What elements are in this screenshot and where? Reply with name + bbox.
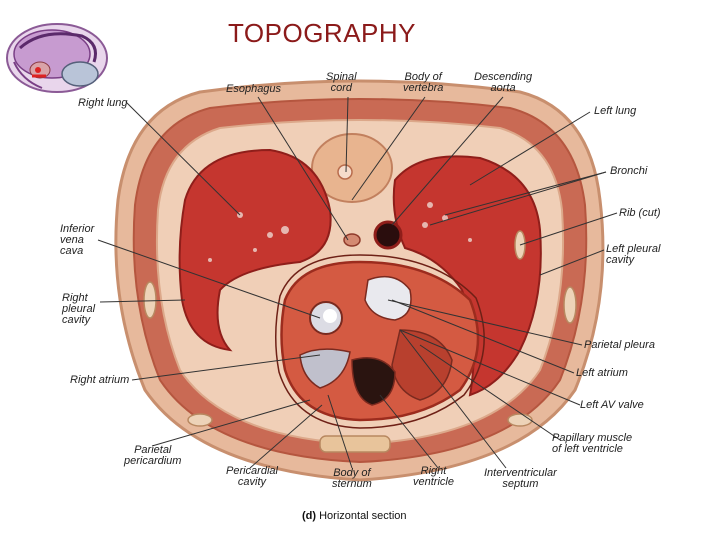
label-left-lung: Left lung bbox=[594, 105, 637, 117]
descending-aorta bbox=[373, 220, 403, 250]
label-parietal-pericardium: Parietal pericardium bbox=[124, 444, 182, 467]
label-left-av-valve: Left AV valve bbox=[580, 399, 644, 411]
vertebra bbox=[311, 133, 393, 203]
sternum bbox=[319, 435, 391, 453]
figure-caption: (d) Horizontal section bbox=[302, 510, 407, 522]
caption-letter: (d) bbox=[302, 510, 317, 522]
label-right-pleural-cavity: Right pleural cavity bbox=[62, 292, 96, 326]
left-atrium bbox=[364, 275, 412, 321]
label-body-of-sternum: Body of sternum bbox=[332, 467, 372, 490]
pericardium bbox=[274, 254, 485, 429]
page-title: TOPOGRAPHY bbox=[228, 18, 417, 48]
caption-text: Horizontal section bbox=[319, 510, 407, 522]
label-left-pleural-cavity: Left pleural cavity bbox=[606, 243, 661, 266]
left-lung bbox=[392, 155, 542, 397]
label-descending-aorta: Descending aorta bbox=[474, 71, 533, 94]
label-pericardial-cavity: Pericardial cavity bbox=[226, 465, 278, 488]
label-esophagus: Esophagus bbox=[226, 83, 282, 95]
label-papillary-muscle: Papillary muscle of left ventricle bbox=[552, 432, 633, 455]
locator-thumbnail bbox=[2, 18, 112, 96]
label-bronchi: Bronchi bbox=[610, 165, 648, 177]
label-inferior-vena-cava: Inferior vena cava bbox=[60, 223, 95, 257]
label-right-lung: Right lung bbox=[78, 97, 128, 109]
label-left-atrium: Left atrium bbox=[576, 367, 628, 379]
label-right-ventricle: Right ventricle bbox=[413, 465, 454, 488]
label-interventricular-septum: Interventricular septum bbox=[484, 467, 557, 490]
label-rib-cut: Rib (cut) bbox=[619, 207, 661, 219]
label-right-atrium: Right atrium bbox=[70, 374, 130, 386]
spinal-cord bbox=[337, 164, 353, 180]
label-parietal-pleura: Parietal pleura bbox=[584, 339, 655, 351]
left-ventricle bbox=[391, 329, 453, 401]
label-body-of-vertebra: Body of vertebra bbox=[403, 71, 444, 94]
label-spinal-cord: Spinal cord bbox=[326, 71, 357, 94]
esophagus bbox=[343, 233, 361, 247]
right-ventricle bbox=[351, 357, 396, 406]
